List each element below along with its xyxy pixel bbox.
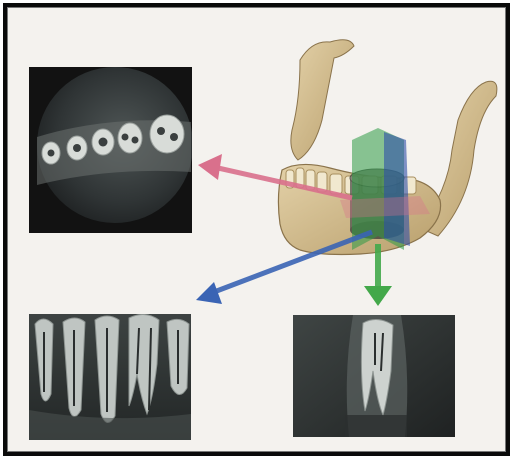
blue-arrow <box>196 232 372 304</box>
blue-plane <box>384 132 410 246</box>
